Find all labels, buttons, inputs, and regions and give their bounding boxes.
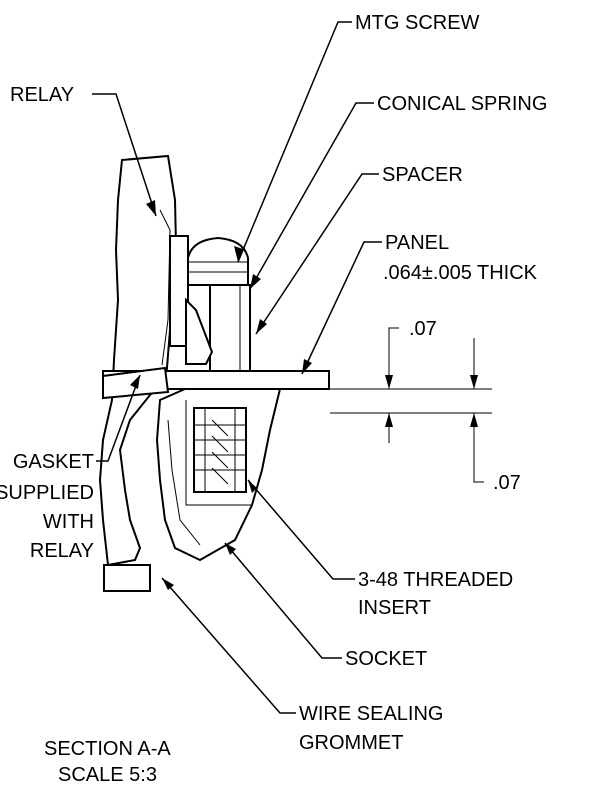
section-scale: SCALE 5:3 (58, 764, 157, 786)
dim-bottom-label: .07 (493, 472, 521, 494)
section-title: SECTION A-A (44, 738, 171, 760)
dimensions (330, 327, 492, 483)
grommet-label-line1: WIRE SEALING (299, 703, 443, 725)
relay-pin-plate (169, 235, 189, 347)
panel-thickness-label: .064±.005 THICK (383, 262, 538, 284)
conical-spring-label: CONICAL SPRING (377, 93, 547, 115)
threaded-insert (193, 407, 247, 493)
leaders (92, 21, 382, 714)
wire-sealing-grommet (103, 564, 151, 592)
insert-label-line2: INSERT (358, 597, 431, 619)
socket-label: SOCKET (345, 648, 427, 670)
gasket-label-line1: GASKET (13, 451, 94, 473)
spacer-label: SPACER (382, 164, 463, 186)
insert-label-line1: 3-48 THREADED (358, 569, 513, 591)
gasket-label-line4: RELAY (30, 540, 94, 562)
mtg-screw-label: MTG SCREW (355, 12, 480, 34)
panel-label: PANEL (385, 232, 449, 254)
relay-label: RELAY (10, 84, 74, 106)
gasket-label-line2: SUPPLIED (0, 482, 94, 504)
spacer (209, 284, 251, 372)
conical-spring (185, 297, 214, 365)
grommet-label-line2: GROMMET (299, 732, 403, 754)
dim-top-label: .07 (409, 318, 437, 340)
gasket-label-line3: WITH (43, 511, 94, 533)
